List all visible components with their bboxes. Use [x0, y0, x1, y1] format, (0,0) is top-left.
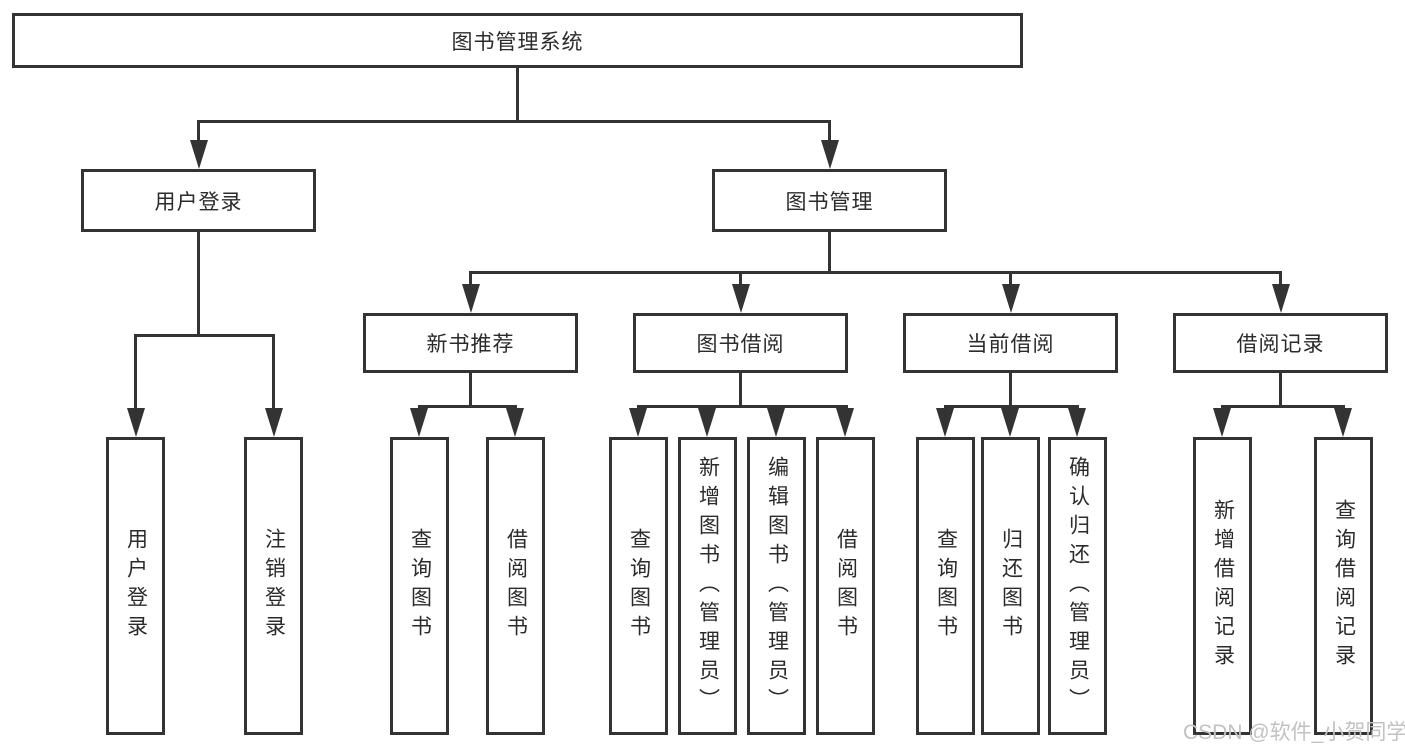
connector-book-borrow-drop: [739, 373, 742, 407]
leaf-nb-borrow-books-label: 借阅图书: [504, 528, 528, 644]
node-book-management-label: 图书管理: [785, 190, 874, 214]
connector-to-current-borrow: [1009, 271, 1012, 286]
watermark-text: CSDN @软件_小贺同学: [1183, 721, 1405, 744]
connector-new-book-rec-rail: [418, 405, 517, 408]
connector-to-borrow-records: [1279, 271, 1282, 286]
arrowhead-borrow-records: [1272, 284, 1290, 313]
leaf-nb-query-books-label: 查询图书: [408, 528, 432, 644]
leaf-br-query-record-label: 查询借阅记录: [1332, 499, 1356, 673]
connector-new-book-rec-drop: [469, 373, 472, 407]
connector-borrow-records-rail: [1221, 405, 1345, 408]
connector-book-mgmt-rail: [469, 271, 1282, 274]
arrowhead-nb-query: [410, 408, 428, 437]
leaf-nb-borrow-books: 借阅图书: [486, 437, 545, 735]
leaf-cb-query-books: 查询图书: [916, 437, 975, 735]
connector-root-to-book-mgmt: [828, 120, 831, 142]
leaf-cb-confirm-return-admin-label: 确认归还（管理员）: [1066, 455, 1090, 717]
leaf-logout: 注销登录: [244, 437, 303, 735]
arrowhead-bb-query: [629, 408, 647, 437]
connector-borrow-records-drop: [1279, 373, 1282, 407]
arrowhead-br-add: [1213, 408, 1231, 437]
leaf-user-login-label: 用户登录: [124, 528, 148, 644]
node-library-management-system-label: 图书管理系统: [451, 30, 584, 54]
leaf-bb-query-books-label: 查询图书: [627, 528, 651, 644]
leaf-bb-add-books-admin: 新增图书（管理员）: [678, 437, 737, 735]
connector-root-to-user-login: [197, 120, 200, 142]
leaf-bb-borrow-books: 借阅图书: [816, 437, 875, 735]
node-book-borrow-label: 图书借阅: [696, 333, 785, 356]
leaf-br-add-record: 新增借阅记录: [1193, 437, 1252, 735]
connector-user-login-rail: [134, 334, 275, 337]
leaf-br-query-record: 查询借阅记录: [1314, 437, 1373, 735]
leaf-bb-query-books: 查询图书: [609, 437, 668, 735]
arrowhead-book-mgmt: [821, 140, 839, 169]
connector-to-new-book-rec: [469, 271, 472, 286]
leaf-user-login: 用户登录: [106, 437, 165, 735]
leaf-logout-label: 注销登录: [262, 528, 286, 644]
leaf-nb-query-books: 查询图书: [390, 437, 449, 735]
arrowhead-book-borrow: [732, 284, 750, 313]
connector-root-drop: [516, 68, 519, 122]
arrowhead-leaf-user-login: [127, 408, 145, 437]
node-user-login: 用户登录: [81, 169, 316, 232]
connector-current-borrow-drop: [1009, 373, 1012, 407]
node-user-login-label: 用户登录: [154, 190, 243, 214]
node-book-borrow: 图书借阅: [633, 313, 848, 373]
arrowhead-bb-add: [698, 408, 716, 437]
leaf-cb-confirm-return-admin: 确认归还（管理员）: [1048, 437, 1107, 735]
arrowhead-bb-borrow: [836, 408, 854, 437]
node-book-management: 图书管理: [712, 169, 947, 232]
connector-user-login-drop: [197, 232, 200, 336]
arrowhead-br-query: [1334, 408, 1352, 437]
node-borrow-records: 借阅记录: [1173, 313, 1388, 373]
connector-to-leaf-logout: [272, 334, 275, 410]
leaf-bb-edit-books-admin: 编辑图书（管理员）: [747, 437, 806, 735]
leaf-cb-query-books-label: 查询图书: [934, 528, 958, 644]
connector-to-book-borrow: [739, 271, 742, 286]
arrowhead-user-login: [190, 140, 208, 169]
arrowhead-cb-query: [936, 408, 954, 437]
leaf-br-add-record-label: 新增借阅记录: [1211, 499, 1235, 673]
connector-book-borrow-rail: [637, 405, 848, 408]
node-current-borrow-label: 当前借阅: [966, 333, 1055, 356]
arrowhead-leaf-logout: [265, 408, 283, 437]
node-new-book-recommend-label: 新书推荐: [426, 333, 515, 356]
arrowhead-current-borrow: [1002, 284, 1020, 313]
node-borrow-records-label: 借阅记录: [1236, 333, 1325, 356]
leaf-bb-add-books-admin-label: 新增图书（管理员）: [696, 455, 720, 717]
leaf-cb-return-books-label: 归还图书: [999, 528, 1023, 644]
arrowhead-bb-edit: [767, 408, 785, 437]
arrowhead-nb-borrow: [506, 408, 524, 437]
connector-current-borrow-rail: [944, 405, 1079, 408]
arrowhead-new-book-rec: [462, 284, 480, 313]
arrowhead-cb-return: [1001, 408, 1019, 437]
node-current-borrow: 当前借阅: [903, 313, 1118, 373]
arrowhead-cb-confirm: [1068, 408, 1086, 437]
leaf-cb-return-books: 归还图书: [981, 437, 1040, 735]
connector-root-rail: [197, 120, 831, 123]
connector-to-leaf-user-login: [134, 334, 137, 410]
leaf-bb-edit-books-admin-label: 编辑图书（管理员）: [765, 455, 789, 717]
node-library-management-system: 图书管理系统: [12, 13, 1023, 68]
leaf-bb-borrow-books-label: 借阅图书: [834, 528, 858, 644]
connector-book-mgmt-drop: [828, 232, 831, 273]
node-new-book-recommend: 新书推荐: [363, 313, 578, 373]
